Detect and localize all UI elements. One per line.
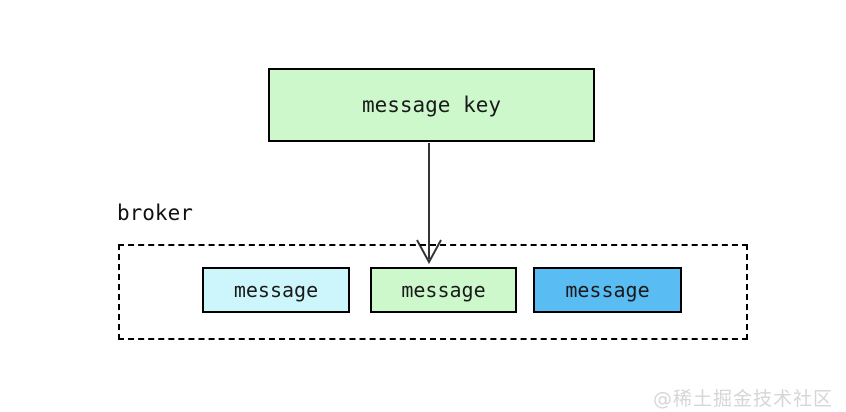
message-label-3: message	[565, 278, 650, 302]
message-label-2: message	[401, 278, 486, 302]
message-box-1: message	[202, 267, 350, 313]
broker-container	[118, 244, 748, 340]
watermark-text: @稀土掘金技术社区	[652, 388, 833, 410]
message-key-box: message key	[268, 68, 595, 142]
broker-label: broker	[117, 201, 193, 225]
message-label-1: message	[233, 278, 319, 302]
message-box-2: message	[370, 267, 517, 313]
message-key-label: message key	[361, 93, 502, 117]
message-box-3: message	[533, 267, 682, 313]
